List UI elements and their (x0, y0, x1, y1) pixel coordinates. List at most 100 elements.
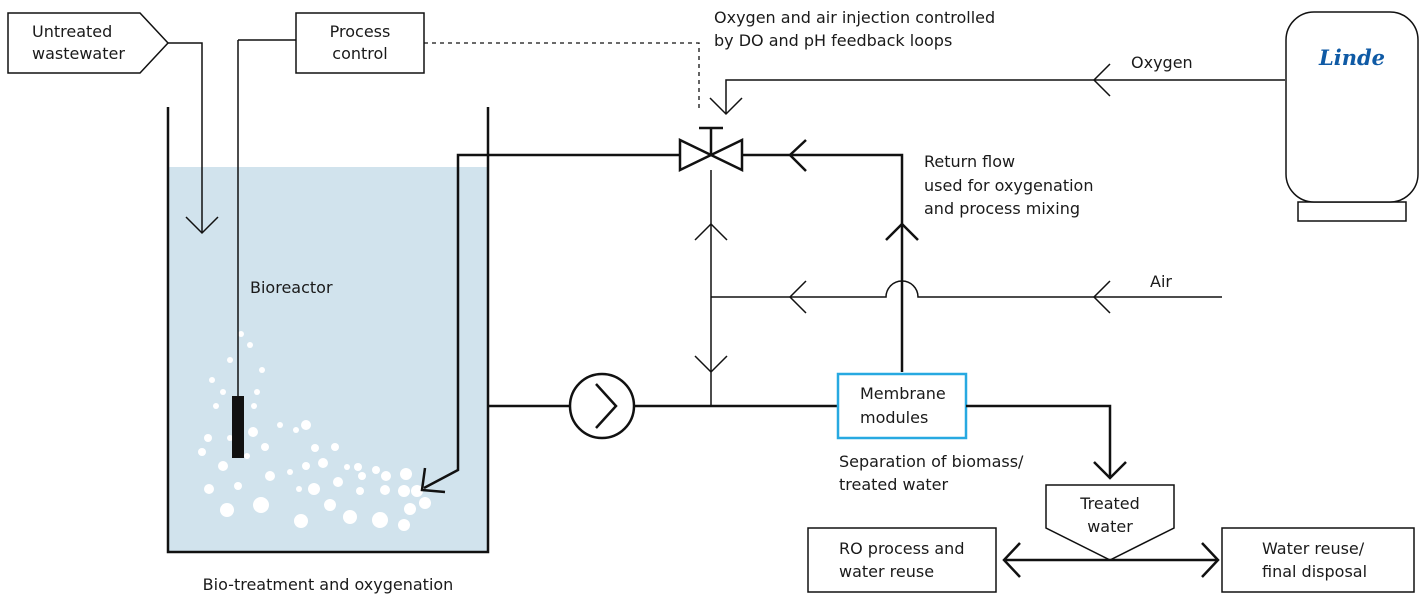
bubble (238, 331, 244, 337)
bubble (358, 472, 366, 480)
bubble (372, 466, 380, 474)
recirculation-line (423, 153, 680, 490)
oxygen-arrowhead-icon (1092, 63, 1111, 97)
reuse-label-1: Water reuse/ (1262, 539, 1365, 558)
recirculation-arrowhead-icon (420, 467, 446, 494)
three-way-valve-icon (678, 126, 744, 172)
permeate-arrowhead-icon (1093, 461, 1127, 480)
injection-label-1: Oxygen and air injection controlled (714, 8, 995, 27)
valve-down-arrowhead-icon (694, 355, 728, 374)
bubble (354, 463, 362, 471)
sensor-probe-icon (232, 40, 244, 458)
inflow-line (168, 42, 203, 233)
return-left-arrowhead-icon (788, 139, 807, 172)
process-control-label-1: Process (330, 22, 391, 41)
bubble (220, 389, 226, 395)
ro-label-2: water reuse (839, 562, 934, 581)
bubble (251, 403, 257, 409)
separation-label-2: treated water (839, 475, 949, 494)
permeate-line (966, 404, 1112, 478)
bubble (294, 514, 308, 528)
ro-label-1: RO process and (839, 539, 964, 558)
bubble (227, 357, 233, 363)
treated-label-1: Treated (1079, 494, 1140, 513)
bubble (331, 443, 339, 451)
bubble (333, 477, 343, 487)
bubble (227, 435, 233, 441)
bubble (265, 471, 275, 481)
bubble (344, 464, 350, 470)
untreated-label-1: Untreated (32, 22, 112, 41)
bio-treatment-label: Bio-treatment and oxygenation (203, 575, 454, 594)
separation-label-1: Separation of biomass/ (839, 452, 1024, 471)
distribution-left-arrowhead-icon (1002, 542, 1021, 578)
treated-label-2: water (1087, 517, 1133, 536)
bioreactor-label: Bioreactor (250, 278, 333, 297)
bubble (220, 503, 234, 517)
bubble (234, 482, 242, 490)
injection-label-2: by DO and pH feedback loops (714, 31, 952, 50)
untreated-label-2: wastewater (32, 44, 125, 63)
bubble (400, 468, 412, 480)
bubble (311, 444, 319, 452)
air-label: Air (1150, 272, 1172, 291)
bubble (411, 485, 423, 497)
bubble (296, 486, 302, 492)
bubble (244, 453, 250, 459)
valve-up-arrowhead-icon (694, 222, 728, 241)
bubble (302, 462, 310, 470)
process-control-box: Process control (295, 12, 425, 74)
bubble (380, 485, 390, 495)
oxygen-tank-icon: Linde (1285, 11, 1419, 222)
return-label-2: used for oxygenation (924, 176, 1093, 195)
bubble (287, 469, 293, 475)
bubble (324, 499, 336, 511)
oxygen-line (725, 79, 1285, 114)
bubble (209, 377, 215, 383)
bubble (398, 519, 410, 531)
bioreactor-tank (166, 107, 490, 554)
bubble (198, 448, 206, 456)
bubble (398, 485, 410, 497)
bubble (293, 427, 299, 433)
reuse-label-2: final disposal (1262, 562, 1367, 581)
linde-logo: Linde (1318, 45, 1385, 70)
return-flow-line (742, 153, 904, 372)
bubble (247, 342, 253, 348)
return-label-1: Return flow (924, 152, 1015, 171)
pump-icon (568, 372, 636, 440)
control-signal-dashed-line (424, 42, 700, 110)
bubble (254, 389, 260, 395)
air-line (711, 280, 1222, 298)
water-reuse-box: Water reuse/ final disposal (1221, 527, 1415, 593)
process-control-label-2: control (332, 44, 387, 63)
bubble (404, 503, 416, 515)
oxygen-label: Oxygen (1131, 53, 1193, 72)
air-bubbles (198, 331, 431, 531)
untreated-wastewater-box: Untreated wastewater (7, 12, 170, 74)
bubble (381, 471, 391, 481)
bubble (277, 422, 283, 428)
membrane-label-2: modules (860, 408, 928, 427)
bubble (301, 420, 311, 430)
air-left-arrowhead-icon (788, 280, 807, 314)
membrane-label-1: Membrane (860, 384, 946, 403)
membrane-modules-box: Membrane modules (836, 372, 968, 440)
bubble (248, 427, 258, 437)
bubble (308, 483, 320, 495)
bubble (259, 367, 265, 373)
inflow-arrowhead-icon (185, 216, 219, 235)
bioreactor-water (168, 167, 488, 552)
bubble (261, 443, 269, 451)
return-up-arrowhead-icon (885, 222, 919, 241)
bubble (356, 487, 364, 495)
bubble (204, 484, 214, 494)
bubble (318, 458, 328, 468)
ro-process-box: RO process and water reuse (807, 527, 997, 593)
bubble (419, 497, 431, 509)
oxygen-down-arrowhead-icon (709, 97, 743, 116)
bubble (372, 512, 388, 528)
distribution-right-arrowhead-icon (1201, 542, 1220, 578)
treated-water-box: Treated water (1045, 484, 1175, 561)
